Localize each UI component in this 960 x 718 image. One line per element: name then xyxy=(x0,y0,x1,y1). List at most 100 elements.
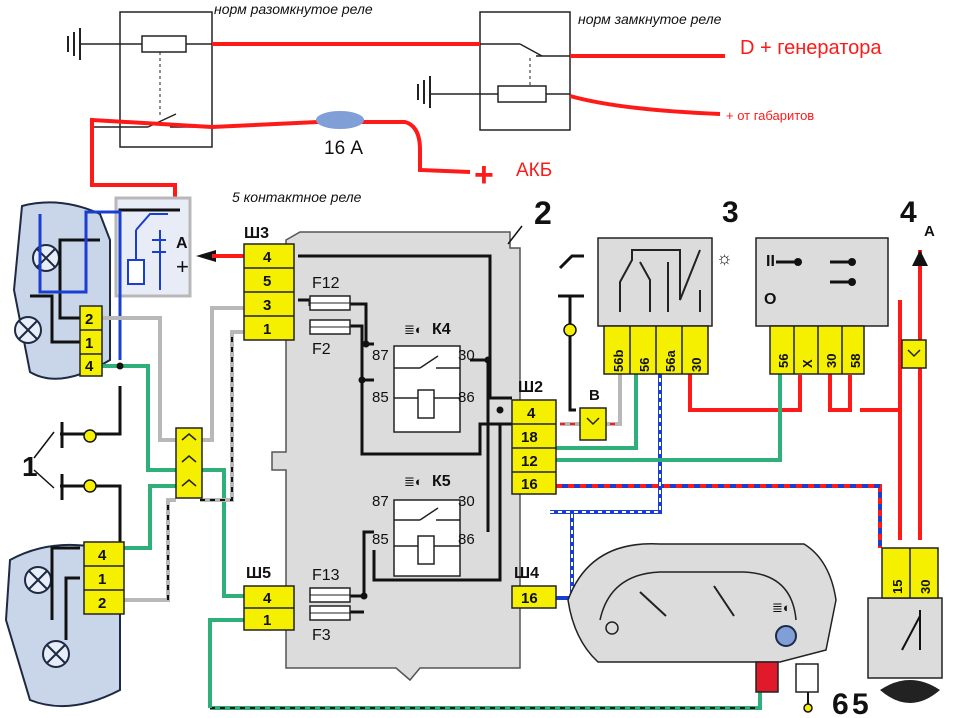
connector-switch3 xyxy=(603,325,709,375)
sh3-pin: 5 xyxy=(263,273,271,290)
sh5-label: Ш5 xyxy=(246,565,271,582)
d-generator-label: D + генератора xyxy=(740,37,882,59)
k5-30: 30 xyxy=(458,493,475,510)
switch4-pin: X xyxy=(800,359,815,368)
k5-85: 85 xyxy=(372,531,389,548)
k4-beam-icon: ≣◐ xyxy=(404,322,423,337)
switch3-pin: 56 xyxy=(637,358,652,372)
akb-plus: + xyxy=(474,156,494,194)
arrow-left-icon xyxy=(196,250,216,262)
switch-4 xyxy=(755,237,889,327)
relay-5-contact xyxy=(114,196,192,298)
connector-sh3 xyxy=(243,243,295,341)
junctions xyxy=(116,340,504,600)
switch3-pin: 56b xyxy=(611,350,626,372)
k4-30: 30 xyxy=(458,347,475,364)
headlamp-bottom-pin: 4 xyxy=(98,547,107,564)
connector-red-cluster xyxy=(755,661,779,693)
gabarit-label: + от габаритов xyxy=(726,108,814,123)
k4-label: К4 xyxy=(432,321,451,338)
switch4-pin: 56 xyxy=(776,354,791,368)
relay-k4 xyxy=(393,345,461,433)
relay-nc-label: норм замкнутое реле xyxy=(578,11,722,27)
connector-a-right xyxy=(901,339,927,369)
sh3-pin: 3 xyxy=(263,297,271,314)
a-right-label: А xyxy=(924,223,935,240)
instrument-cluster xyxy=(567,543,837,663)
fuse-16a-icon xyxy=(316,111,364,129)
connector-middle-left xyxy=(175,427,203,499)
headlamp-top-pin: 2 xyxy=(85,311,93,328)
k5-beam-icon: ≣◐ xyxy=(404,474,423,489)
lamp-icon: ☼ xyxy=(716,248,733,268)
switch3-pin: 30 xyxy=(689,358,704,372)
connector-switch4 xyxy=(769,325,865,375)
label-5: 5 xyxy=(852,688,869,718)
switch4-pin: 30 xyxy=(824,354,839,368)
fuse-f12-f2 xyxy=(309,295,351,335)
switch-5 xyxy=(867,597,943,703)
ground-posts xyxy=(60,323,577,500)
sh2-pin: 4 xyxy=(527,405,536,422)
headlamp-top-pin: 1 xyxy=(85,335,93,352)
f13-label: F13 xyxy=(312,567,340,584)
switch4-ii: II xyxy=(766,253,775,270)
f3-label: F3 xyxy=(312,627,331,644)
relay-no-label: норм разомкнутое реле xyxy=(214,1,373,17)
beam-indicator-icon: ≣◐ xyxy=(772,600,791,615)
a-left-label: А xyxy=(176,235,188,252)
fuse-f13-f3 xyxy=(309,587,351,621)
k4-87: 87 xyxy=(372,347,389,364)
arrow-up-icon xyxy=(912,250,928,266)
lever-icon xyxy=(558,254,584,270)
f2-label: F2 xyxy=(312,341,331,358)
connector-sh5 xyxy=(243,585,295,631)
headlamp-top-pin: 4 xyxy=(85,358,94,375)
b-label: В xyxy=(589,387,600,404)
connector-switch5 xyxy=(881,547,939,599)
sh2-label: Ш2 xyxy=(518,379,543,396)
label-2: 2 xyxy=(534,195,552,231)
headlamp-bottom-pin: 2 xyxy=(98,595,106,612)
sh3-pin: 4 xyxy=(263,249,272,266)
switch5-pin: 30 xyxy=(918,580,933,594)
akb-label: АКБ xyxy=(516,160,552,181)
switch-3 xyxy=(597,237,713,327)
sh3-pin: 1 xyxy=(263,321,271,338)
k5-87: 87 xyxy=(372,493,389,510)
sh2-pin: 18 xyxy=(521,429,538,446)
switch4-o: O xyxy=(764,291,776,308)
connector-sh4 xyxy=(511,585,557,609)
fuse-16a-label: 16 А xyxy=(324,138,363,159)
label-6: 6 xyxy=(832,688,849,718)
relay-normally-closed xyxy=(417,11,571,131)
relay5-label: 5 контактное реле xyxy=(232,189,362,205)
label-3: 3 xyxy=(722,196,739,229)
connector-b xyxy=(579,407,607,441)
sh5-pin: 4 xyxy=(263,590,272,607)
connector-sh2 xyxy=(511,399,557,495)
switch4-pin: 58 xyxy=(848,354,863,368)
connector-headlamp-bottom xyxy=(83,541,125,615)
switch5-pin: 15 xyxy=(890,580,905,594)
wiring xyxy=(30,208,922,710)
sh2-pin: 16 xyxy=(521,476,538,493)
switch3-pin: 56a xyxy=(663,350,678,372)
k4-86: 86 xyxy=(458,389,475,406)
k5-label: К5 xyxy=(432,473,451,490)
sh4-label: Ш4 xyxy=(514,565,539,582)
a-left-plus: + xyxy=(176,254,189,279)
label-1: 1 xyxy=(22,451,38,482)
sh2-pin: 12 xyxy=(521,453,538,470)
sh5-pin: 1 xyxy=(263,612,271,629)
f12-label: F12 xyxy=(312,275,340,292)
k5-86: 86 xyxy=(458,531,475,548)
label-4: 4 xyxy=(900,196,917,229)
headlamp-bottom-pin: 1 xyxy=(98,571,106,588)
connector-ground-cluster xyxy=(795,663,819,693)
relay-k5 xyxy=(393,499,461,577)
red-wires-top xyxy=(90,42,725,212)
sh4-pin: 16 xyxy=(521,590,538,607)
sh3-label: Ш3 xyxy=(244,225,269,242)
